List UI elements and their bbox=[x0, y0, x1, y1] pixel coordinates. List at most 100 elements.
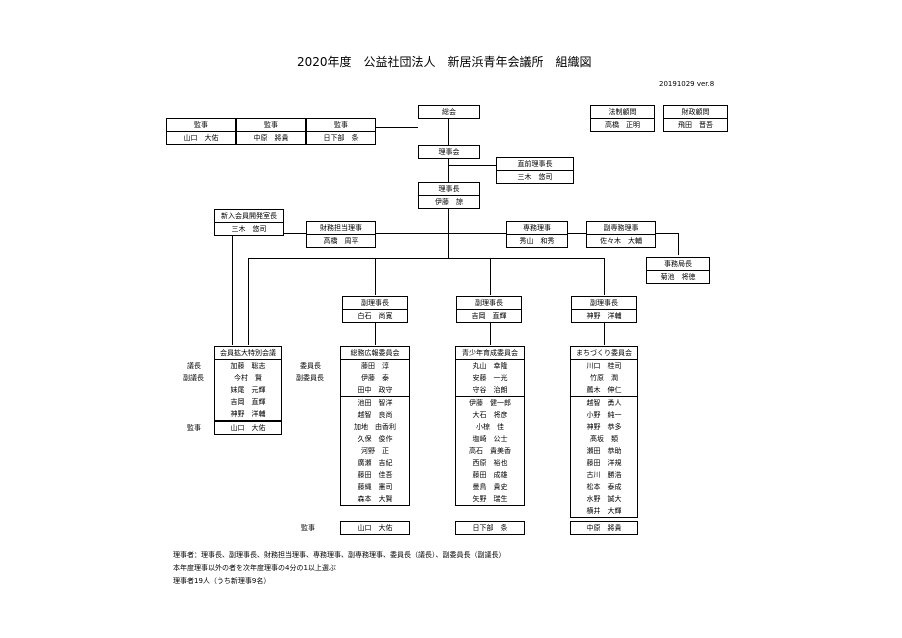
general-assembly-box: 総会 bbox=[418, 105, 480, 119]
committee-member: 瀬田 恭助 bbox=[586, 447, 622, 455]
committee-member: 安藤 一光 bbox=[472, 374, 508, 382]
vice-president-box-2: 副理事長吉岡 直輝 bbox=[456, 296, 522, 323]
committee-member: 藤田 佳吾 bbox=[357, 471, 393, 479]
committee-membership-council-title: 会員拡大特別会議 bbox=[215, 347, 281, 360]
auditor-box-3: 監事日下部 条 bbox=[306, 118, 376, 145]
note-3: 理事者19人（うち新理事9名） bbox=[173, 577, 271, 585]
auditor-box-1-title: 監事 bbox=[167, 119, 235, 132]
committee-member: 今村 賢 bbox=[234, 374, 262, 382]
auditor-box-3-name: 日下部 条 bbox=[323, 134, 359, 142]
vice-executive-director-box-title: 副専務理事 bbox=[587, 222, 655, 235]
committee-member: 久保 俊作 bbox=[357, 435, 393, 443]
vice-executive-director-box: 副専務理事佐々木 大輔 bbox=[586, 221, 656, 248]
general-assembly-box-title: 総会 bbox=[442, 108, 456, 116]
committee-general-affairs: 総務広報委員会藤田 淳伊藤 泰田中 政守池田 智洋越智 良尚加地 由香利久保 俊… bbox=[340, 346, 410, 506]
new-member-office-box: 新入会員開発室長三木 悠司 bbox=[214, 209, 284, 236]
connector-main-bar bbox=[248, 258, 604, 259]
committee-town-development-title: まちづくり委員会 bbox=[571, 347, 637, 360]
connector-vp2-to-committee bbox=[490, 320, 491, 345]
past-president-box: 直前理事長三木 悠司 bbox=[496, 157, 574, 184]
committee-member: 越智 良尚 bbox=[357, 411, 393, 419]
connector-new-member-down bbox=[232, 233, 233, 345]
committee-member: 丸山 幸隆 bbox=[472, 362, 508, 370]
connector-council-down bbox=[248, 258, 249, 345]
finance-advisor-box-name: 飛田 晋吾 bbox=[678, 121, 713, 129]
row-label-auditor: 監事 bbox=[187, 424, 201, 432]
connector-secretary-down bbox=[678, 233, 679, 255]
committee-member: 伊藤 健一郎 bbox=[456, 396, 524, 409]
committee-member: 河野 正 bbox=[361, 447, 389, 455]
connector-board-to-president bbox=[448, 158, 449, 182]
vice-president-box-1-title: 副理事長 bbox=[343, 297, 407, 310]
committee-member: 横井 大輝 bbox=[586, 507, 622, 515]
committee-member: 伊藤 泰 bbox=[361, 374, 389, 382]
row-label-chair: 議長 bbox=[187, 362, 201, 370]
vice-executive-director-box-name: 佐々木 大輔 bbox=[600, 237, 642, 245]
connector-assembly-to-board bbox=[448, 118, 449, 146]
vice-president-box-2-title: 副理事長 bbox=[457, 297, 521, 310]
row-label-committee-auditor: 監事 bbox=[301, 524, 315, 532]
committee-youth-development: 青少年育成委員会丸山 幸隆安藤 一光守谷 治朗伊藤 健一郎大石 将彦小椋 佳塩崎… bbox=[455, 346, 525, 506]
auditor-box-2: 監事中原 將貴 bbox=[236, 118, 306, 145]
past-president-box-name: 三木 悠司 bbox=[517, 173, 553, 181]
row-label-vice-committee-chair: 副委員長 bbox=[296, 374, 324, 382]
connector-vp3-down bbox=[604, 258, 605, 295]
committee-member: 古川 勝浩 bbox=[586, 471, 622, 479]
finance-director-box: 財務担当理事高橋 周平 bbox=[306, 221, 376, 248]
connector-vp1-to-committee bbox=[375, 320, 376, 345]
committee-member: 藤縄 憲司 bbox=[357, 483, 393, 491]
committee-youth-development-title: 青少年育成委員会 bbox=[456, 347, 524, 360]
connector-vp1-down bbox=[375, 258, 376, 295]
committee-member: 神野 洋輔 bbox=[230, 410, 266, 418]
legal-advisor-box-name: 高橋 正明 bbox=[605, 121, 640, 129]
executive-director-box: 専務理事秀山 和秀 bbox=[506, 221, 568, 248]
vice-president-box-3-name: 神野 洋輔 bbox=[586, 312, 622, 320]
committee-member: 藤田 洋規 bbox=[586, 459, 622, 467]
committee-member: 矢野 瑞生 bbox=[472, 495, 508, 503]
committee-general-affairs-auditor-name: 山口 大佑 bbox=[357, 524, 393, 532]
committee-member: 藤田 成雄 bbox=[472, 471, 508, 479]
auditor-box-2-title: 監事 bbox=[237, 119, 305, 132]
committee-member: 妹尾 元輝 bbox=[230, 386, 266, 394]
vice-president-box-1-name: 白石 尚寛 bbox=[357, 312, 393, 320]
committee-member: 西原 裕也 bbox=[472, 459, 508, 467]
committee-town-development-auditor-name: 中原 將貴 bbox=[586, 524, 622, 532]
secretary-general-box-name: 菊池 将徳 bbox=[660, 273, 696, 281]
committee-youth-development-auditor-box: 日下部 条 bbox=[455, 521, 525, 535]
new-member-office-box-name: 三木 悠司 bbox=[231, 225, 267, 233]
connector-president-down bbox=[448, 206, 449, 258]
committee-youth-development-auditor-name: 日下部 条 bbox=[472, 524, 508, 532]
president-box: 理事長伊藤 諒 bbox=[418, 182, 480, 209]
committee-member: 川口 桂司 bbox=[586, 362, 622, 370]
president-box-title: 理事長 bbox=[419, 183, 479, 196]
committee-member: 守谷 治朗 bbox=[472, 386, 508, 394]
committee-town-development: まちづくり委員会川口 桂司竹原 潤薦木 伸仁越智 勇人小野 純一神野 恭多髙坂 … bbox=[570, 346, 638, 518]
president-box-name: 伊藤 諒 bbox=[435, 198, 463, 206]
committee-member: 加藤 聡志 bbox=[230, 362, 266, 370]
row-label-committee-chair: 委員長 bbox=[300, 362, 321, 370]
committee-member: 髙坂 類 bbox=[590, 435, 618, 443]
connector-board-to-past-president bbox=[448, 165, 496, 166]
legal-advisor-box-title: 法制顧問 bbox=[591, 106, 654, 119]
committee-member: 吉岡 直輝 bbox=[230, 398, 266, 406]
committee-membership-council-auditor-box: 山口 大佑 bbox=[214, 421, 282, 435]
committee-member: 高石 貴美香 bbox=[469, 447, 511, 455]
finance-director-box-title: 財務担当理事 bbox=[307, 222, 375, 235]
committee-member: 小野 純一 bbox=[586, 411, 622, 419]
committee-member: 小椋 佳 bbox=[476, 423, 504, 431]
committee-member: 廣瀬 吉紀 bbox=[357, 459, 393, 467]
committee-member: 田中 政守 bbox=[357, 386, 393, 394]
vice-president-box-2-name: 吉岡 直輝 bbox=[471, 312, 507, 320]
vice-president-box-3-title: 副理事長 bbox=[572, 297, 636, 310]
finance-director-box-name: 高橋 周平 bbox=[323, 237, 359, 245]
page-title: 2020年度 公益社団法人 新居浜青年会議所 組織図 bbox=[297, 55, 592, 69]
executive-director-box-name: 秀山 和秀 bbox=[519, 237, 555, 245]
vice-president-box-1: 副理事長白石 尚寛 bbox=[342, 296, 408, 323]
committee-member: 竹原 潤 bbox=[590, 374, 618, 382]
committee-membership-council: 会員拡大特別会議加藤 聡志今村 賢妹尾 元輝吉岡 直輝神野 洋輔 bbox=[214, 346, 282, 421]
board-box-title: 理事会 bbox=[438, 148, 460, 156]
new-member-office-box-title: 新入会員開発室長 bbox=[215, 210, 283, 223]
connector-vp2-down bbox=[490, 258, 491, 295]
version-label: 20191029 ver.8 bbox=[659, 80, 715, 88]
committee-member: 松本 泰成 bbox=[586, 483, 622, 491]
